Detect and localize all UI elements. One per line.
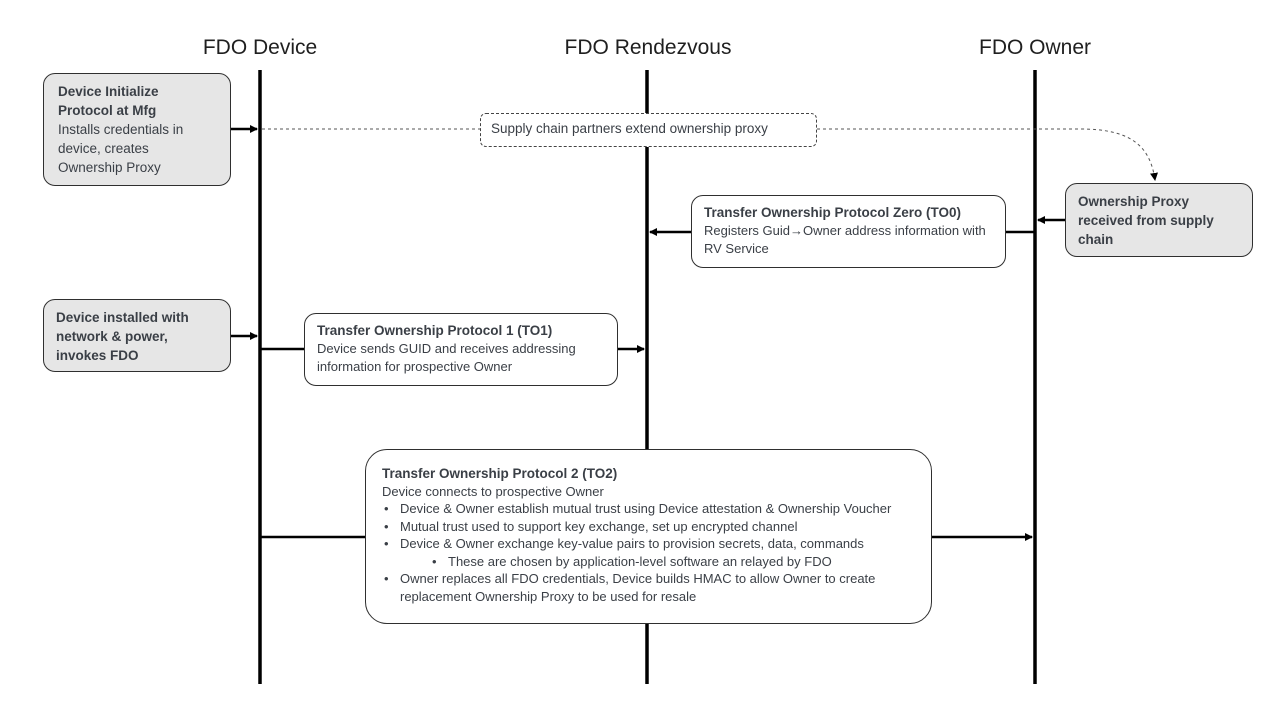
ownership-proxy-received-title: Ownership Proxy received from supply cha… (1078, 194, 1214, 247)
to2-bullet-1: Device & Owner establish mutual trust us… (384, 500, 915, 518)
lane-title-device: FDO Device (202, 36, 318, 59)
supply-chain-dashed-curve (817, 128, 1158, 181)
to2-box: Transfer Ownership Protocol 2 (TO2) Devi… (365, 449, 932, 624)
to2-title: Transfer Ownership Protocol 2 (TO2) (382, 466, 618, 481)
supply-chain-label: Supply chain partners extend ownership p… (480, 113, 817, 147)
to1-body: Device sends GUID and receives addressin… (317, 341, 576, 374)
to0-body-part2: Owner address information with RV Servic… (704, 223, 986, 256)
lane-title-rendezvous: FDO Rendezvous (564, 36, 732, 59)
device-initialize-title: Device Initialize Protocol at Mfg (58, 84, 159, 118)
device-installed-box: Device installed with network & power, i… (43, 299, 231, 372)
right-arrow-icon: → (789, 223, 803, 238)
to0-body-part1: Registers Guid (704, 223, 790, 238)
to0-title: Transfer Ownership Protocol Zero (TO0) (704, 205, 962, 220)
to2-bullet-3: Device & Owner exchange key-value pairs … (384, 535, 915, 553)
to2-bullet-4: Owner replaces all FDO credentials, Devi… (384, 570, 915, 605)
device-initialize-body: Installs credentials in device, creates … (58, 122, 184, 175)
to0-box: Transfer Ownership Protocol Zero (TO0) R… (691, 195, 1006, 268)
device-installed-title: Device installed with network & power, i… (56, 310, 189, 363)
to2-intro: Device connects to prospective Owner (382, 483, 604, 499)
device-initialize-box: Device Initialize Protocol at Mfg Instal… (43, 73, 231, 186)
to2-bullet-2: Mutual trust used to support key exchang… (384, 518, 915, 536)
to2-bullet-list: Device & Owner establish mutual trust us… (382, 500, 915, 605)
ownership-proxy-received-box: Ownership Proxy received from supply cha… (1065, 183, 1253, 257)
to1-box: Transfer Ownership Protocol 1 (TO1) Devi… (304, 313, 618, 386)
lane-title-owner: FDO Owner (978, 36, 1092, 59)
to2-sub-bullet: These are chosen by application-level so… (400, 553, 915, 571)
to1-title: Transfer Ownership Protocol 1 (TO1) (317, 323, 553, 338)
